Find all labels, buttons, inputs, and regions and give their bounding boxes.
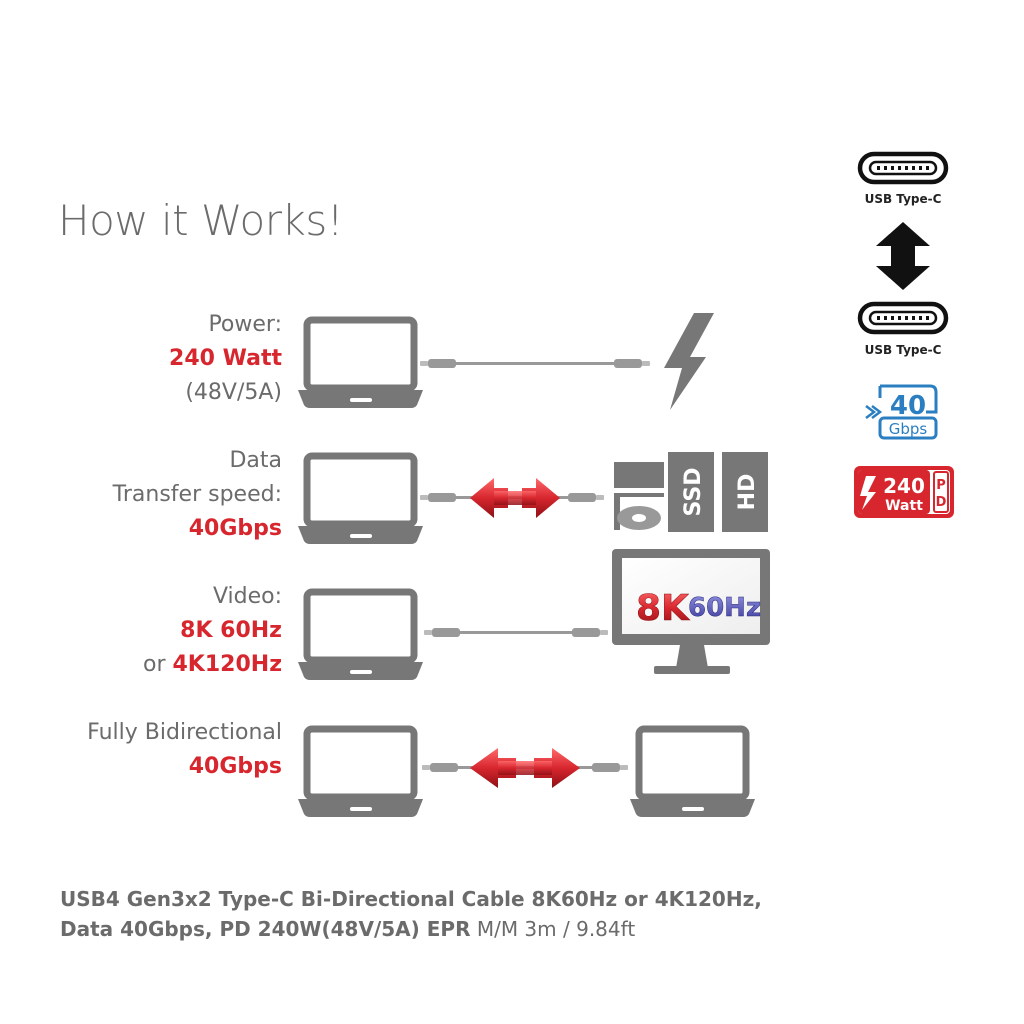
label-video-line3-red: 4K120Hz	[172, 652, 283, 677]
lightning-bolt-icon	[664, 313, 714, 410]
label-power-line1: Power:	[208, 312, 282, 337]
ssd-label: SSD	[681, 468, 706, 517]
laptop-icon	[298, 725, 423, 817]
laptop-icon	[298, 316, 423, 408]
label-power: Power: 240 Watt (48V/5A)	[169, 308, 282, 410]
bidir-arrows	[470, 748, 580, 788]
power-delivery-badge	[854, 466, 954, 518]
product-caption: USB4 Gen3x2 Type-C Bi-Directional Cable …	[60, 884, 762, 944]
port-label-top: USB Type-C	[864, 192, 942, 206]
label-bidir: Fully Bidirectional 40Gbps	[87, 716, 282, 784]
label-video-line2: 8K 60Hz	[180, 618, 282, 643]
laptop-icon	[630, 725, 755, 817]
label-video-line3: or 4K120Hz	[143, 648, 282, 682]
label-data-line3: 40Gbps	[188, 516, 282, 541]
label-bidir-line1: Fully Bidirectional	[87, 720, 282, 745]
label-bidir-line2: 40Gbps	[188, 754, 282, 779]
label-video-line1: Video:	[212, 584, 282, 609]
caption-line2: Data 40Gbps, PD 240W(48V/5A) EPR M/M 3m …	[60, 914, 762, 944]
badge-pd-letter-d: D	[936, 495, 947, 510]
caption-line2-rest: M/M 3m / 9.84ft	[470, 917, 636, 941]
label-video: Video: 8K 60Hz or 4K120Hz	[143, 580, 282, 682]
optical-drive-icon	[614, 462, 664, 532]
cable-video	[424, 628, 608, 637]
label-data-line2: Transfer speed:	[112, 482, 282, 507]
label-video-line3-prefix: or	[143, 652, 173, 677]
badge-pd-letter-p: P	[936, 478, 946, 493]
data-arrows	[470, 478, 560, 518]
usbc-port-icon	[857, 301, 949, 335]
badge-pd-unit: Watt	[885, 498, 923, 514]
page-title: How it Works!	[58, 196, 344, 245]
label-data-line1: Data	[229, 448, 282, 473]
monitor-icon	[612, 549, 770, 674]
caption-line2-bold: Data 40Gbps, PD 240W(48V/5A) EPR	[60, 917, 471, 941]
badge-pd-number: 240	[883, 474, 925, 498]
hd-label: HD	[735, 474, 760, 511]
cable-power	[420, 359, 650, 368]
label-power-line3: (48V/5A)	[185, 380, 282, 405]
label-power-line2: 240 Watt	[169, 346, 282, 371]
monitor-rate-text: 60Hz	[688, 593, 761, 623]
badge-40-number: 40	[890, 391, 926, 421]
hdd-icon	[722, 452, 768, 532]
laptop-icon	[298, 588, 423, 680]
ssd-icon	[668, 452, 714, 532]
speed-40gbps-badge	[865, 384, 938, 440]
bidirectional-arrow-icon	[876, 222, 930, 290]
monitor-res-text: 8K	[636, 588, 690, 629]
port-label-bottom: USB Type-C	[864, 343, 942, 357]
label-data: Data Transfer speed: 40Gbps	[113, 444, 282, 546]
usbc-port-icon	[857, 151, 949, 185]
laptop-icon	[298, 452, 423, 544]
caption-line1: USB4 Gen3x2 Type-C Bi-Directional Cable …	[60, 887, 762, 911]
badge-40-unit: Gbps	[889, 420, 928, 438]
